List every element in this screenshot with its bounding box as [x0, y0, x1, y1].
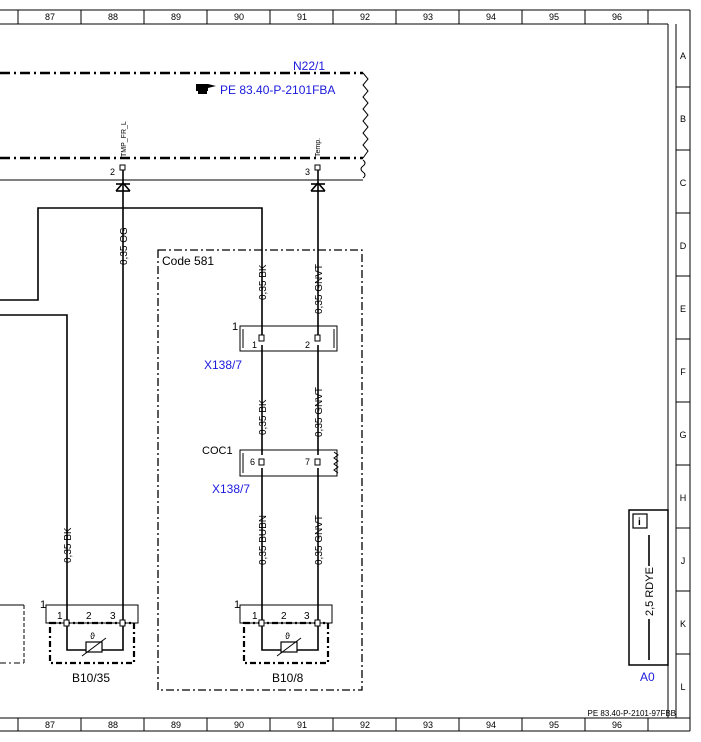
pin-number: 1 [252, 340, 257, 350]
col-label: 91 [297, 720, 307, 730]
pin-number: 6 [250, 457, 255, 467]
row-label: E [680, 304, 686, 314]
pin-number: 2 [305, 340, 310, 350]
document-id: PE 83.40-P-2101-97FBB [588, 709, 677, 718]
row-label: L [680, 682, 685, 692]
theta-glyph: ϑ [285, 631, 290, 641]
row-labels: A B C D E F G H J K L [679, 51, 686, 692]
wire-label: 0,35 BK [258, 264, 269, 300]
connector-x138-7-b: COC1 6 7 X138/7 [202, 445, 339, 496]
col-label: 93 [423, 720, 433, 730]
wire-label: 0,35 GNVT [314, 387, 325, 437]
info-icon: i [632, 513, 648, 529]
pin-label: Temp. [315, 138, 322, 157]
theta-glyph: ϑ [90, 631, 95, 641]
col-label: 95 [549, 12, 559, 22]
pin-number: 2 [281, 611, 287, 622]
col-label: 90 [234, 12, 244, 22]
frame [0, 9, 691, 732]
sensor-b10-35: 1 1 2 3 theta ϑ B10/35 [40, 599, 139, 685]
col-label: 96 [612, 12, 622, 22]
column-labels-bottom: 87 88 89 90 91 92 93 94 95 96 [45, 720, 622, 730]
legend-a0: i 2,5 RDYE A0 [628, 509, 669, 684]
module-name: N22/1 [293, 59, 325, 73]
row-label: F [680, 367, 686, 377]
col-label: 94 [486, 720, 496, 730]
col-label: 87 [45, 720, 55, 730]
col-label: 96 [612, 720, 622, 730]
row-label: G [679, 430, 686, 440]
legend-name: A0 [640, 670, 655, 684]
col-label: 88 [108, 12, 118, 22]
partial-component-left [0, 604, 25, 664]
pin-number: 7 [305, 457, 310, 467]
pin-number: 3 [305, 167, 310, 177]
connector-marker: COC1 [202, 445, 233, 457]
pin-number: 1 [252, 611, 258, 622]
module-n22-1: N22/1 PE 83.40-P-2101FBA TMP_FR_L Temp. … [0, 59, 369, 192]
wire-label: 0,35 BUBN [258, 515, 269, 565]
row-label: K [680, 619, 686, 629]
col-label: 87 [45, 12, 55, 22]
module-ref: PE 83.40-P-2101FBA [220, 83, 335, 97]
pin-number: 3 [304, 611, 310, 622]
sensor-b10-8: 1 1 2 3 ϑ B10/8 [234, 599, 333, 685]
pin-number: 1 [57, 611, 63, 622]
sensor-name: B10/35 [72, 671, 110, 685]
col-label: 95 [549, 720, 559, 730]
row-label: A [680, 51, 686, 61]
connector-name: X138/7 [204, 358, 242, 372]
col-label: 89 [171, 720, 181, 730]
code-581-box: Code 581 [157, 249, 363, 691]
row-label: C [680, 178, 687, 188]
pointing-hand-icon [196, 84, 216, 94]
connector-name: X138/7 [212, 482, 250, 496]
connector-marker: 1 [232, 321, 238, 333]
col-label: 92 [360, 720, 370, 730]
connector-x138-7-a: 1 1 2 X138/7 [204, 321, 338, 372]
wire-label: 0,35 BK [258, 399, 269, 435]
wire-label: 0,35 GNVT [314, 264, 325, 314]
pin-number: 2 [86, 611, 92, 622]
col-label: 92 [360, 12, 370, 22]
row-label: D [680, 241, 687, 251]
column-labels-top: 87 88 89 90 91 92 93 94 95 96 [45, 12, 622, 22]
row-label: H [680, 493, 687, 503]
code-label: Code 581 [162, 254, 214, 268]
legend-wire-label: 2,5 RDYE [644, 567, 656, 616]
wire-labels: 0,35 OG 0,35 BK 0,35 GNVT 0,35 BK 0,35 G… [63, 227, 325, 565]
sensor-marker: 1 [40, 599, 46, 611]
pin-number: 2 [110, 167, 115, 177]
row-label: J [681, 556, 686, 566]
col-label: 90 [234, 720, 244, 730]
col-label: 89 [171, 12, 181, 22]
wire-label: 0,35 GNVT [314, 515, 325, 565]
col-label: 91 [297, 12, 307, 22]
col-label: 94 [486, 12, 496, 22]
pin-label: TMP_FR_L [121, 121, 128, 157]
wires [0, 170, 319, 620]
wire-label: 0,35 BK [63, 527, 74, 563]
wire-label-og: 0,35 OG [119, 227, 130, 265]
sensor-name: B10/8 [272, 671, 304, 685]
col-label: 88 [108, 720, 118, 730]
row-label: B [680, 114, 686, 124]
col-label: 93 [423, 12, 433, 22]
svg-text:i: i [638, 517, 641, 528]
sensor-marker: 1 [234, 599, 240, 611]
pin-number: 3 [110, 611, 116, 622]
